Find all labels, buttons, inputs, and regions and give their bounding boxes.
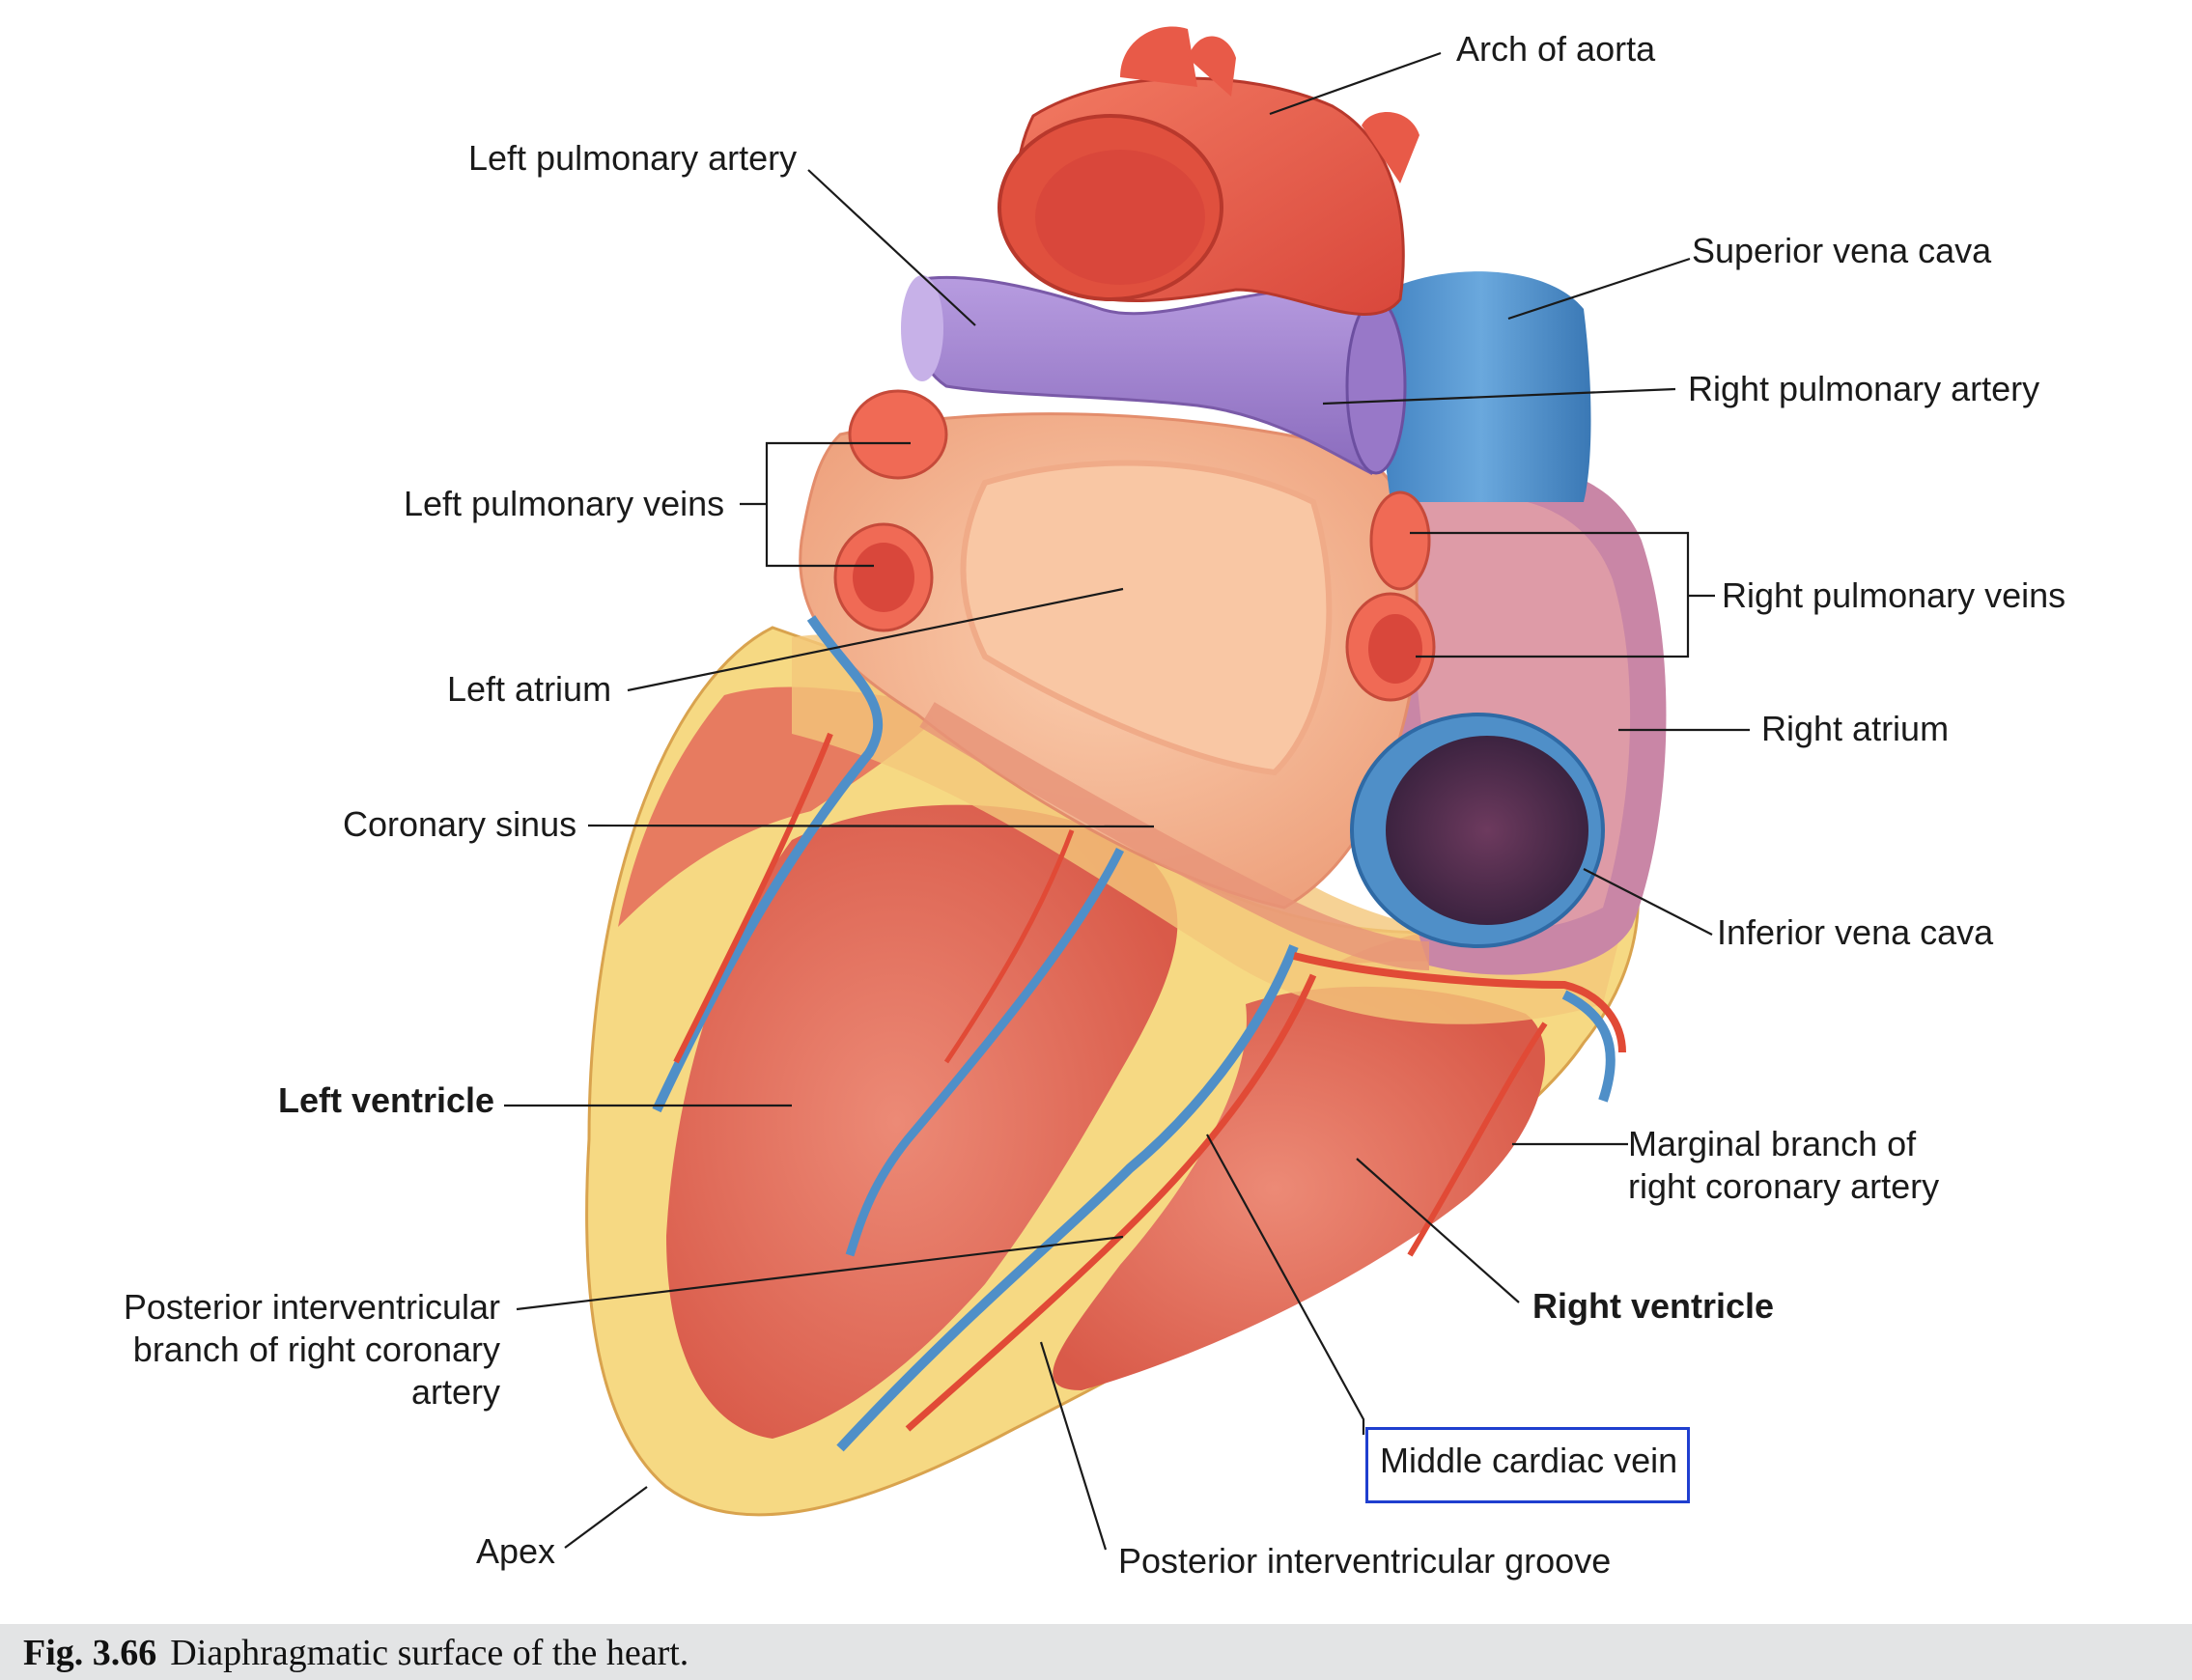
- leader-right-pulmonary-artery: [1322, 387, 1676, 406]
- caption-text: Diaphragmatic surface of the heart.: [170, 1633, 689, 1673]
- artery-mid-branch: [943, 829, 1075, 1064]
- left-pa-opening: [901, 275, 943, 381]
- right-coronary-artery: [1293, 952, 1626, 1053]
- label-posterior-ivb-line1: Posterior interventricular: [123, 1287, 500, 1327]
- marginal-branch-path: [1407, 1022, 1548, 1257]
- label-posterior-ivb-line2: branch of right coronary: [132, 1330, 500, 1369]
- leader-posterior-iv-groove: [1039, 1341, 1108, 1551]
- right-ventricle-muscle: [1053, 986, 1545, 1390]
- leader-middle-cardiac-vein: [1206, 1134, 1365, 1435]
- label-left-atrium: Left atrium: [447, 669, 612, 709]
- aorta-branch-2: [1188, 36, 1236, 97]
- middle-cardiac-vein-path: [836, 944, 1299, 1452]
- figure-caption-bar: Fig. 3.66 Diaphragmatic surface of the he…: [0, 1624, 2192, 1680]
- figure-number: Fig. 3.66: [23, 1633, 157, 1673]
- label-right-pulmonary-artery: Right pulmonary artery: [1688, 369, 2040, 408]
- label-apex: Apex: [476, 1531, 556, 1571]
- label-right-ventricle: Right ventricle: [1532, 1286, 1775, 1326]
- bracket-left-pulmonary-veins: [765, 441, 911, 568]
- leader-apex: [564, 1486, 648, 1549]
- artery-left-branch: [673, 732, 833, 1064]
- leader-superior-vena-cava: [1507, 257, 1691, 321]
- label-middle-cardiac-vein: Middle cardiac vein: [1380, 1441, 1678, 1480]
- heart-illustration: [585, 26, 1667, 1517]
- left-pv-upper: [848, 389, 948, 480]
- svc-shape: [1371, 271, 1591, 502]
- middle-cardiac-vein-highlight: [1365, 1427, 1690, 1503]
- leader-posterior-iv-branch: [516, 1235, 1124, 1311]
- label-right-pulmonary-veins: Right pulmonary veins: [1722, 575, 2066, 615]
- label-right-atrium: Right atrium: [1761, 709, 1950, 748]
- label-left-ventricle: Left ventricle: [278, 1080, 495, 1120]
- aorta-branch-3: [1362, 112, 1419, 183]
- coronary-sinus-band: [919, 702, 1430, 970]
- aorta-lumen: [1035, 150, 1205, 285]
- label-left-pulmonary-veins: Left pulmonary veins: [404, 484, 725, 523]
- leader-right-ventricle: [1356, 1158, 1520, 1303]
- vein-left-posterior: [845, 847, 1125, 1257]
- label-marginal-branch-line2: right coronary artery: [1628, 1166, 1940, 1206]
- leader-left-pulmonary-artery: [807, 169, 976, 326]
- vein-left-marginal: [652, 615, 884, 1113]
- label-superior-vena-cava: Superior vena cava: [1692, 231, 1992, 270]
- leader-arch-of-aorta: [1269, 51, 1442, 116]
- label-arch-of-aorta: Arch of aorta: [1456, 29, 1656, 69]
- leader-left-atrium: [627, 587, 1124, 692]
- leader-inferior-vena-cava: [1583, 868, 1713, 936]
- label-posterior-ivb-line3: artery: [410, 1372, 500, 1412]
- right-pv-upper: [1369, 490, 1431, 591]
- left-atrium-inner: [960, 460, 1333, 776]
- figure-caption: Fig. 3.66 Diaphragmatic surface of the he…: [23, 1632, 689, 1674]
- label-marginal-branch-line1: Marginal branch of: [1628, 1124, 1917, 1163]
- leader-lines: [504, 51, 1750, 1551]
- ivc-lumen: [1386, 736, 1588, 925]
- aorta-branch-1: [1120, 26, 1197, 87]
- left-pv-lower-lumen: [853, 543, 914, 612]
- label-inferior-vena-cava: Inferior vena cava: [1717, 912, 1994, 952]
- label-left-pulmonary-artery: Left pulmonary artery: [468, 138, 798, 178]
- vein-right: [1561, 990, 1616, 1103]
- posterior-iv-branch-path: [905, 973, 1317, 1432]
- bracket-right-pulmonary-veins: [1410, 531, 1690, 658]
- right-pv-lower-lumen: [1368, 614, 1422, 684]
- label-coronary-sinus: Coronary sinus: [343, 804, 577, 844]
- label-posterior-iv-groove: Posterior interventricular groove: [1118, 1541, 1612, 1581]
